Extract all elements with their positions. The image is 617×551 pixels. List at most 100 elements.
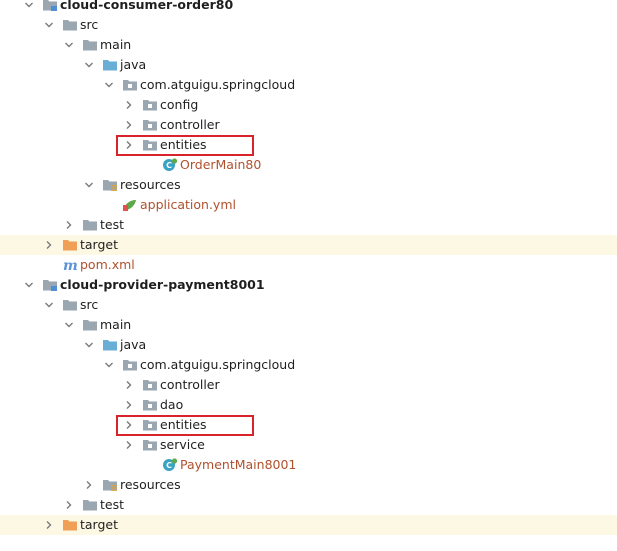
- tree-node[interactable]: java: [0, 55, 617, 75]
- chevron-right-icon[interactable]: [44, 520, 54, 530]
- package-icon: [142, 438, 158, 452]
- tree-node[interactable]: main: [0, 35, 617, 55]
- tree-node[interactable]: target: [0, 515, 617, 535]
- svg-text:m: m: [63, 258, 78, 272]
- source-folder-icon: [102, 338, 118, 352]
- chevron-down-icon[interactable]: [84, 340, 94, 350]
- tree-node[interactable]: target: [0, 235, 617, 255]
- tree-node-label: entities: [160, 417, 207, 432]
- spring-config-icon: [122, 198, 138, 212]
- tree-node-label: src: [80, 297, 99, 312]
- tree-node[interactable]: controller: [0, 115, 617, 135]
- chevron-down-icon[interactable]: [44, 20, 54, 30]
- chevron-down-icon[interactable]: [104, 360, 114, 370]
- tree-node-label: main: [100, 317, 132, 332]
- svg-text:C: C: [166, 461, 172, 470]
- chevron-down-icon[interactable]: [84, 180, 94, 190]
- tree-node[interactable]: application.yml: [0, 195, 617, 215]
- tree-node[interactable]: dao: [0, 395, 617, 415]
- tree-node-label: application.yml: [140, 197, 236, 212]
- tree-node-label: service: [160, 437, 205, 452]
- folder-icon: [82, 38, 98, 52]
- folder-icon: [62, 18, 78, 32]
- tree-node-label: OrderMain80: [180, 157, 262, 172]
- excluded-folder-icon: [62, 518, 78, 532]
- tree-node-label: cloud-consumer-order80: [60, 0, 234, 12]
- tree-node[interactable]: com.atguigu.springcloud: [0, 355, 617, 375]
- tree-node-label: controller: [160, 377, 220, 392]
- tree-node[interactable]: test: [0, 215, 617, 235]
- tree-node-label: java: [120, 337, 147, 352]
- package-icon: [142, 98, 158, 112]
- tree-node-label: test: [100, 217, 125, 232]
- chevron-right-icon[interactable]: [124, 140, 134, 150]
- tree-node[interactable]: entities: [0, 135, 617, 155]
- tree-node[interactable]: controller: [0, 375, 617, 395]
- module-folder-icon: [42, 0, 58, 12]
- folder-icon: [82, 498, 98, 512]
- tree-node-label: controller: [160, 117, 220, 132]
- tree-node-label: main: [100, 37, 132, 52]
- tree-node[interactable]: java: [0, 335, 617, 355]
- tree-node[interactable]: entities: [0, 415, 617, 435]
- package-icon: [142, 138, 158, 152]
- resources-folder-icon: [102, 478, 118, 492]
- chevron-down-icon[interactable]: [24, 280, 34, 290]
- tree-node-label: resources: [120, 177, 181, 192]
- chevron-right-icon[interactable]: [44, 240, 54, 250]
- chevron-right-icon[interactable]: [124, 380, 134, 390]
- spring-class-icon: C: [162, 158, 178, 172]
- tree-node[interactable]: main: [0, 315, 617, 335]
- tree-node-label: config: [160, 97, 199, 112]
- tree-node[interactable]: config: [0, 95, 617, 115]
- chevron-down-icon[interactable]: [24, 0, 34, 10]
- chevron-down-icon[interactable]: [44, 300, 54, 310]
- tree-node[interactable]: cloud-consumer-order80: [0, 0, 617, 15]
- module-folder-icon: [42, 278, 58, 292]
- tree-node-label: entities: [160, 137, 207, 152]
- source-folder-icon: [102, 58, 118, 72]
- chevron-right-icon[interactable]: [64, 500, 74, 510]
- tree-node-label: target: [80, 237, 119, 252]
- folder-icon: [82, 318, 98, 332]
- tree-node-label: target: [80, 517, 119, 532]
- chevron-down-icon[interactable]: [84, 60, 94, 70]
- chevron-right-icon[interactable]: [124, 420, 134, 430]
- chevron-right-icon[interactable]: [84, 480, 94, 490]
- tree-node-label: src: [80, 17, 99, 32]
- tree-node-label: com.atguigu.springcloud: [140, 77, 296, 92]
- excluded-folder-icon: [62, 238, 78, 252]
- tree-node[interactable]: resources: [0, 475, 617, 495]
- chevron-right-icon[interactable]: [124, 400, 134, 410]
- tree-node-label: pom.xml: [80, 257, 135, 272]
- tree-node-label: resources: [120, 477, 181, 492]
- package-icon: [122, 78, 138, 92]
- chevron-down-icon[interactable]: [64, 320, 74, 330]
- chevron-down-icon[interactable]: [64, 40, 74, 50]
- chevron-right-icon[interactable]: [124, 120, 134, 130]
- tree-node[interactable]: resources: [0, 175, 617, 195]
- tree-node-label: dao: [160, 397, 184, 412]
- tree-node[interactable]: cloud-provider-payment8001: [0, 275, 617, 295]
- tree-node[interactable]: com.atguigu.springcloud: [0, 75, 617, 95]
- folder-icon: [62, 298, 78, 312]
- package-icon: [142, 118, 158, 132]
- tree-node[interactable]: service: [0, 435, 617, 455]
- chevron-right-icon[interactable]: [124, 100, 134, 110]
- tree-node[interactable]: src: [0, 295, 617, 315]
- folder-icon: [82, 218, 98, 232]
- package-icon: [142, 398, 158, 412]
- chevron-right-icon[interactable]: [124, 440, 134, 450]
- package-icon: [122, 358, 138, 372]
- chevron-right-icon[interactable]: [64, 220, 74, 230]
- spring-class-icon: C: [162, 458, 178, 472]
- tree-node-label: com.atguigu.springcloud: [140, 357, 296, 372]
- chevron-down-icon[interactable]: [104, 80, 114, 90]
- tree-node-label: cloud-provider-payment8001: [60, 277, 265, 292]
- tree-node[interactable]: test: [0, 495, 617, 515]
- tree-node[interactable]: src: [0, 15, 617, 35]
- package-icon: [142, 378, 158, 392]
